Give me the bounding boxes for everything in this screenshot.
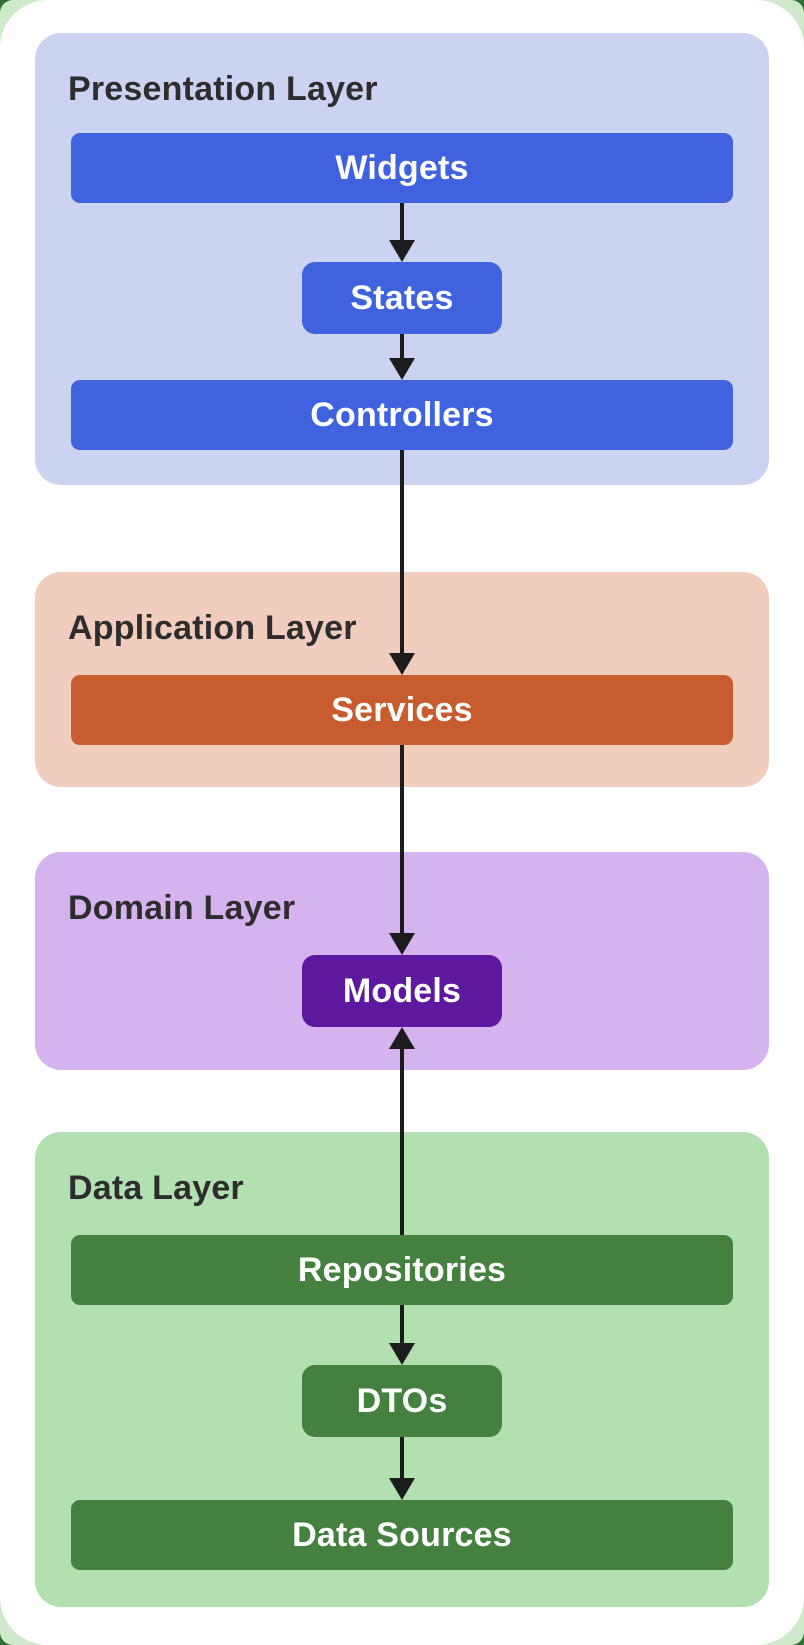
node-services-label: Services: [331, 690, 473, 729]
node-states-label: States: [350, 278, 454, 317]
node-data-sources-label: Data Sources: [292, 1515, 512, 1554]
arrow-widgets-to-states: [389, 203, 415, 262]
node-models-label: Models: [342, 971, 462, 1010]
node-controllers: Controllers: [71, 380, 733, 450]
node-states: States: [302, 262, 502, 334]
node-widgets-label: Widgets: [335, 148, 469, 187]
node-services: Services: [71, 675, 733, 745]
domain-layer-title: Domain Layer: [68, 889, 296, 927]
node-controllers-label: Controllers: [310, 395, 494, 434]
node-models: Models: [302, 955, 502, 1027]
presentation-layer-title: Presentation Layer: [68, 70, 378, 108]
application-layer-title: Application Layer: [68, 609, 357, 647]
arrow-services-to-models: [389, 745, 415, 955]
node-repositories: Repositories: [71, 1235, 733, 1305]
node-dtos-label: DTOs: [356, 1381, 448, 1420]
arrow-repositories-to-dtos: [389, 1305, 415, 1365]
arrow-states-to-controllers: [389, 334, 415, 380]
node-repositories-label: Repositories: [297, 1250, 507, 1289]
node-widgets: Widgets: [71, 133, 733, 203]
arrow-dtos-to-data-sources: [389, 1437, 415, 1500]
node-dtos: DTOs: [302, 1365, 502, 1437]
node-data-sources: Data Sources: [71, 1500, 733, 1570]
arrow-repositories-to-models: [389, 1027, 415, 1235]
arrow-controllers-to-services: [389, 450, 415, 675]
data-layer-title: Data Layer: [68, 1169, 244, 1207]
